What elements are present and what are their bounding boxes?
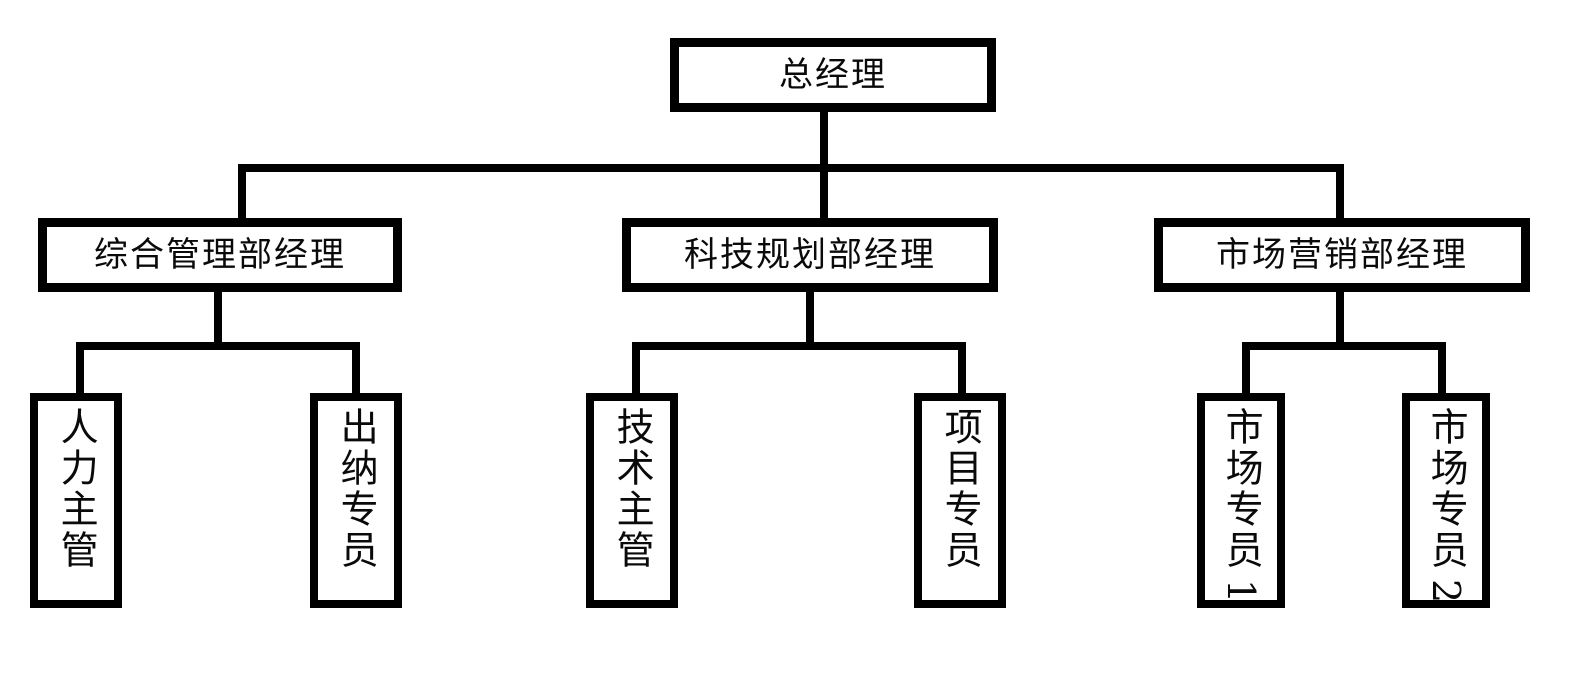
node-box-general-manager[interactable] [670, 38, 996, 112]
node-box-marketing-dept[interactable] [1154, 218, 1530, 292]
node-label-marketing-dept: 市场营销部经理 [1216, 235, 1468, 275]
connector-layer [76, 112, 1446, 393]
node-box-marketing-specialist-1[interactable] [1197, 393, 1285, 608]
node-label-general-management-dept: 综合管理部经理 [94, 235, 346, 275]
node-box-cashier-specialist[interactable] [310, 393, 402, 608]
node-label-general-manager: 总经理 [779, 55, 887, 95]
node-box-hr-supervisor[interactable] [30, 393, 122, 608]
node-box-tech-planning-dept[interactable] [622, 218, 998, 292]
node-box-technical-supervisor[interactable] [586, 393, 678, 608]
node-layer: 总经理 综合管理部经理 科技规划部经理 市场营销部经理 [30, 38, 1530, 608]
node-box-general-management-dept[interactable] [38, 218, 402, 292]
node-label-tech-planning-dept: 科技规划部经理 [684, 235, 936, 275]
node-box-marketing-specialist-2[interactable] [1402, 393, 1490, 608]
node-box-project-specialist[interactable] [914, 393, 1006, 608]
